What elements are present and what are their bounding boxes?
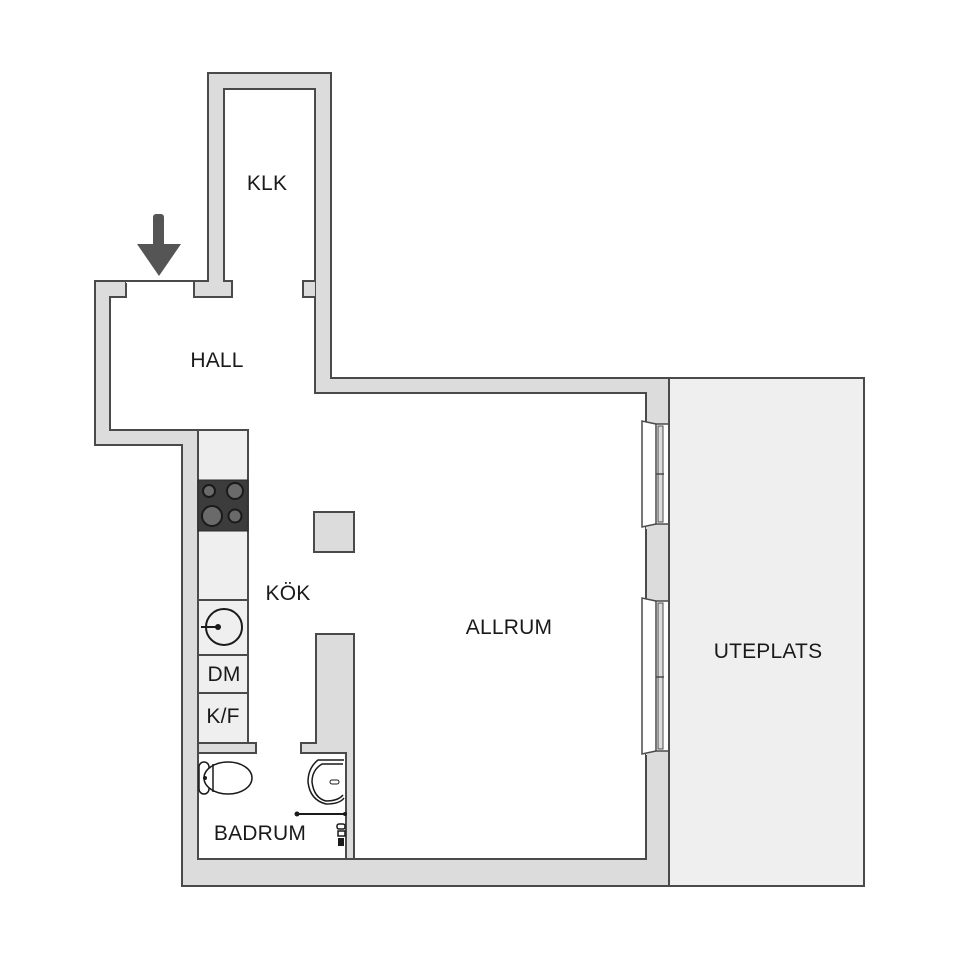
room-label-uteplats: UTEPLATS [713,640,823,663]
appliance-label-dishwasher: DM [207,663,241,686]
washbasin-icon [307,759,345,805]
bathroom-wall [197,742,257,754]
klk-door-jamb-right [302,280,315,298]
shower-icon [294,811,347,846]
column [313,511,355,553]
room-label-klk: KLK [246,172,288,195]
room-label-hall: HALL [190,349,244,372]
kitchen-sink-icon [201,608,243,646]
stove-icon [197,479,249,532]
room-label-badrum: BADRUM [213,822,307,845]
window-door-upper[interactable] [641,420,670,529]
window-door-lower[interactable] [641,597,670,755]
klk-door-jamb-left [193,280,233,298]
room-label-kok: KÖK [265,582,311,605]
toilet-icon [198,761,253,795]
room-label-allrum: ALLRUM [465,616,553,639]
kitchen-counter [197,429,249,744]
entrance-arrow-icon [137,214,181,276]
uteplats-area [668,377,865,887]
appliance-label-fridge-freezer: K/F [206,705,240,728]
